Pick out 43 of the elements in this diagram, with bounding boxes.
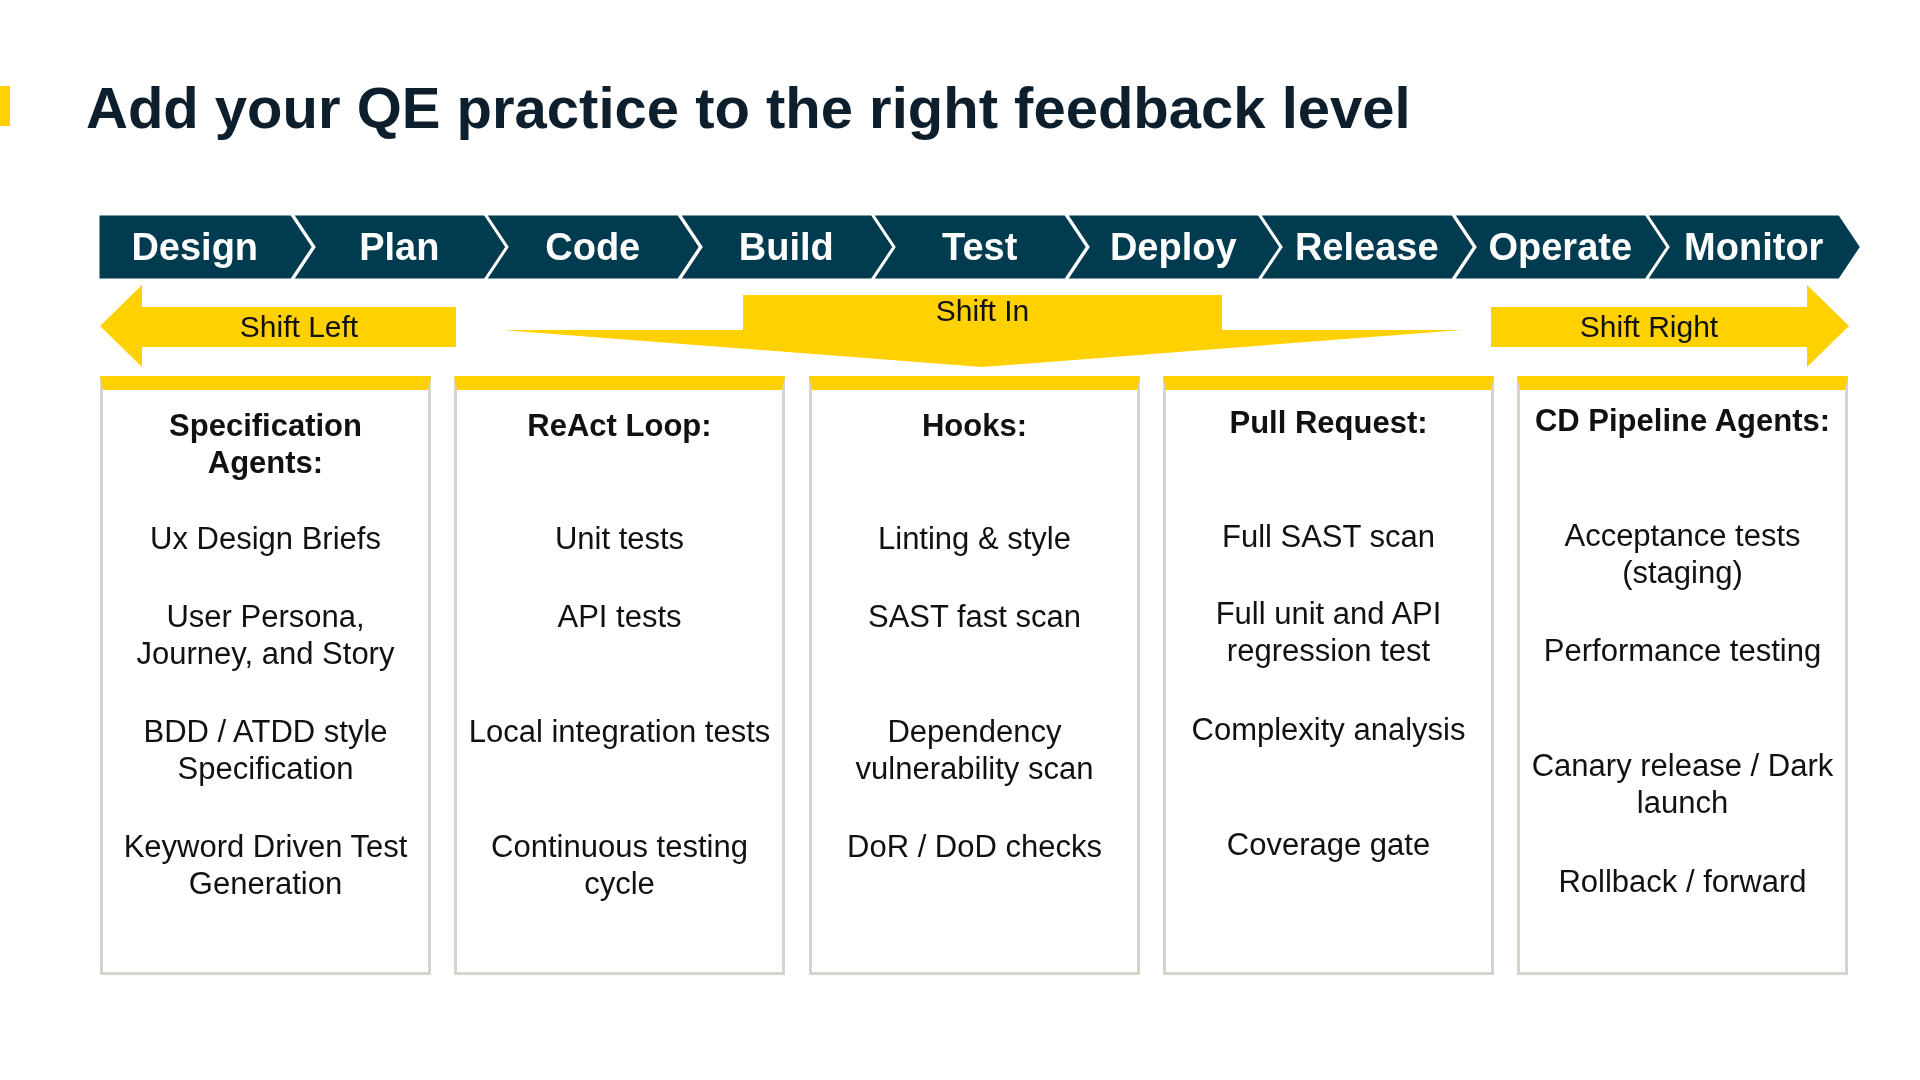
list-item: Keyword Driven Test Generation [122,828,409,903]
card [1517,376,1848,975]
stage-label: Operate [1488,225,1633,269]
card-heading: Hooks: [920,407,1029,445]
list-item: Canary release / Dark launch [1530,747,1835,822]
card [1163,376,1494,975]
list-item: API tests [556,598,683,636]
stage-label: Design [131,225,259,269]
list-item: Continuous testing cycle [490,828,749,903]
stage-label: Release [1294,225,1439,269]
list-item: DoR / DoD checks [846,828,1103,866]
list-item: Full SAST scan [1220,518,1437,556]
arrow-label: Shift Left [238,309,360,345]
list-item: Unit tests [553,520,686,558]
arrow-label: Shift In [934,293,1031,329]
stage-label: Test [942,225,1018,269]
list-item: Local integration tests [467,713,772,751]
list-item: Linting & style [877,520,1072,558]
list-item: Performance testing [1542,632,1823,670]
list-item: Dependency vulnerability scan [854,713,1095,788]
card-heading: Pull Request: [1228,404,1429,442]
list-item: BDD / ATDD style Specification [142,713,389,788]
list-item: Rollback / forward [1557,863,1808,901]
slide-title: Add your QE practice to the right feedback level [86,74,1411,141]
stage-label: Deploy [1109,225,1237,269]
stage-label: Build [738,225,834,269]
list-item: Full unit and API regression test [1214,595,1443,670]
card-heading: CD Pipeline Agents: [1533,402,1832,440]
list-item: Ux Design Briefs [149,520,382,558]
card-heading: ReAct Loop: [526,407,713,445]
list-item: SAST fast scan [866,598,1083,636]
list-item: Complexity analysis [1190,711,1467,749]
card-heading: Specification Agents: [168,407,363,482]
card [809,376,1140,975]
list-item: Coverage gate [1225,826,1432,864]
list-item: User Persona, Journey, and Story [135,598,396,673]
card [454,376,785,975]
stage-label: Monitor [1684,225,1824,269]
stage-label: Plan [359,225,440,269]
list-item: Acceptance tests (staging) [1563,517,1802,592]
stage-label: Code [545,225,641,269]
card [100,376,431,975]
arrow-label: Shift Right [1578,309,1720,345]
